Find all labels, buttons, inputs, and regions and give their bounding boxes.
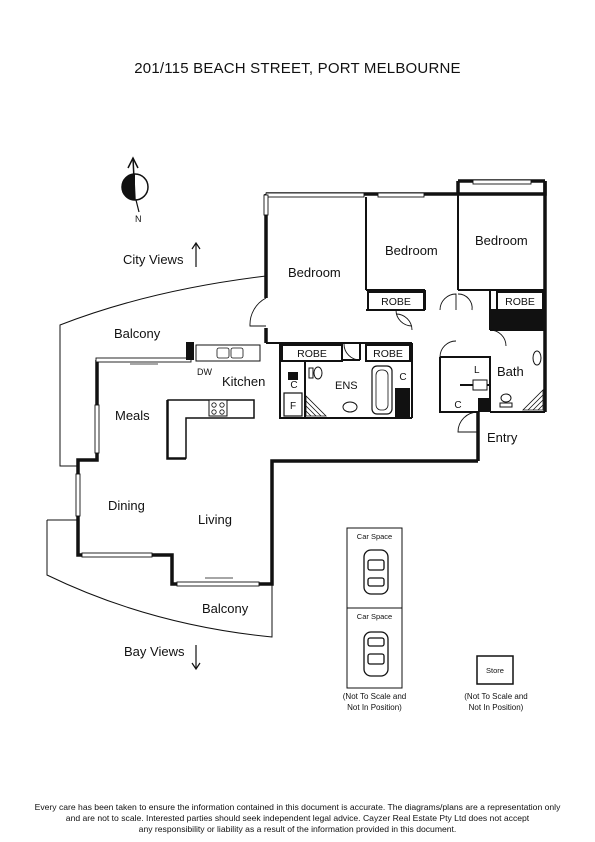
shower-icon	[305, 389, 544, 417]
bathtub-icon	[371, 365, 393, 415]
store-label: Store	[486, 666, 504, 675]
robe-label-2: ROBE	[505, 296, 535, 308]
laundry-label: L	[474, 365, 480, 376]
car-space-note-1: (Not To Scale and	[343, 692, 406, 701]
store-box	[476, 655, 514, 685]
ens-label: ENS	[335, 380, 358, 392]
car-space-note-2: Not In Position)	[347, 703, 402, 712]
cooktop-icon	[208, 399, 228, 417]
balcony-label-bottom: Balcony	[202, 601, 249, 616]
car-space-label-1: Car Space	[357, 532, 392, 541]
balcony-outline-top	[59, 275, 267, 467]
toilet-icon	[308, 366, 513, 408]
robes	[281, 291, 544, 362]
bedroom-label-1: Bedroom	[288, 265, 341, 280]
store-note-2: Not In Position)	[469, 703, 524, 712]
disclaimer-line-1: Every care has been taken to ensure the …	[34, 802, 561, 812]
disclaimer: Every care has been taken to ensure the …	[10, 802, 585, 835]
arrow-up-icon	[191, 241, 201, 267]
bedroom-label-2: Bedroom	[385, 243, 438, 258]
windows	[75, 179, 532, 587]
kitchen-bench	[167, 399, 255, 459]
dw-label: DW	[197, 367, 212, 377]
store-note-1: (Not To Scale and	[464, 692, 527, 701]
cupboard-label-2: C	[399, 372, 406, 383]
balcony-label-top: Balcony	[114, 326, 161, 341]
cupboard-label-1: C	[290, 380, 297, 391]
disclaimer-line-2: and are not to scale. Interested parties…	[65, 813, 530, 823]
robe-label-4: ROBE	[373, 348, 403, 360]
robe-label-1: ROBE	[381, 296, 411, 308]
bedroom-label-3: Bedroom	[475, 233, 528, 248]
cupboard-label-3: C	[454, 400, 461, 411]
meals-label: Meals	[115, 408, 150, 423]
bay-views-label: Bay Views	[124, 644, 185, 659]
balcony-outline-bottom	[46, 519, 273, 638]
entry-label: Entry	[487, 430, 518, 445]
car-icon	[363, 549, 389, 677]
compass-north-label: N	[135, 214, 142, 224]
solid-blocks	[186, 310, 545, 418]
page-title: 201/115 BEACH STREET, PORT MELBOURNE	[134, 60, 461, 77]
arrow-down-icon	[191, 645, 201, 671]
basin-icon	[342, 350, 542, 413]
kitchen-label: Kitchen	[222, 374, 265, 389]
disclaimer-line-3: any responsibility or liability as a res…	[138, 824, 457, 834]
bath-label: Bath	[497, 364, 524, 379]
sink-icon	[195, 344, 261, 362]
dining-label: Dining	[108, 498, 145, 513]
compass-icon	[121, 156, 149, 213]
fridge-space	[283, 392, 303, 417]
city-views-label: City Views	[123, 252, 184, 267]
living-label: Living	[198, 512, 232, 527]
car-space-label-2: Car Space	[357, 612, 392, 621]
car-space-box	[346, 527, 403, 689]
fridge-label: F	[290, 401, 296, 412]
robe-label-3: ROBE	[297, 348, 327, 360]
door-swings	[249, 293, 507, 433]
